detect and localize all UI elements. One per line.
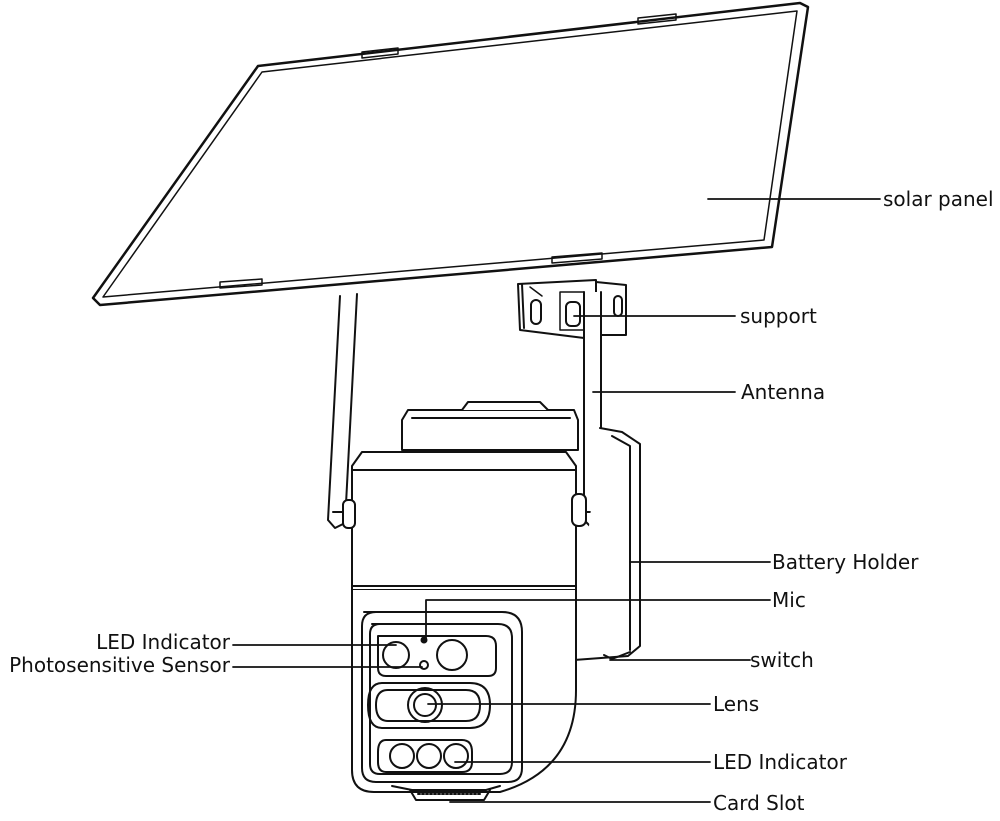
label-card-slot: Card Slot — [713, 791, 805, 815]
top-cap-drawing — [401, 401, 579, 451]
label-led-indicator-bottom: LED Indicator — [713, 750, 848, 774]
label-antenna: Antenna — [741, 380, 825, 404]
lower-body-drawing — [351, 589, 577, 801]
label-battery-holder: Battery Holder — [772, 550, 919, 574]
leader-mic — [425, 599, 771, 639]
label-solar-panel: solar panel — [883, 187, 994, 211]
label-support: support — [740, 304, 817, 328]
label-photosensitive-sensor: Photosensitive Sensor — [9, 653, 231, 677]
label-led-indicator-top: LED Indicator — [96, 630, 231, 654]
label-lens: Lens — [713, 692, 759, 716]
labels: solar panel support Antenna Battery Hold… — [9, 187, 993, 815]
support-bracket-drawing — [517, 279, 627, 339]
label-switch: switch — [750, 648, 814, 672]
solar-panel-drawing — [91, 1, 810, 307]
leader-lines — [232, 198, 881, 803]
battery-holder-drawing — [573, 427, 641, 661]
upper-body-drawing — [342, 451, 587, 591]
label-mic: Mic — [772, 588, 806, 612]
